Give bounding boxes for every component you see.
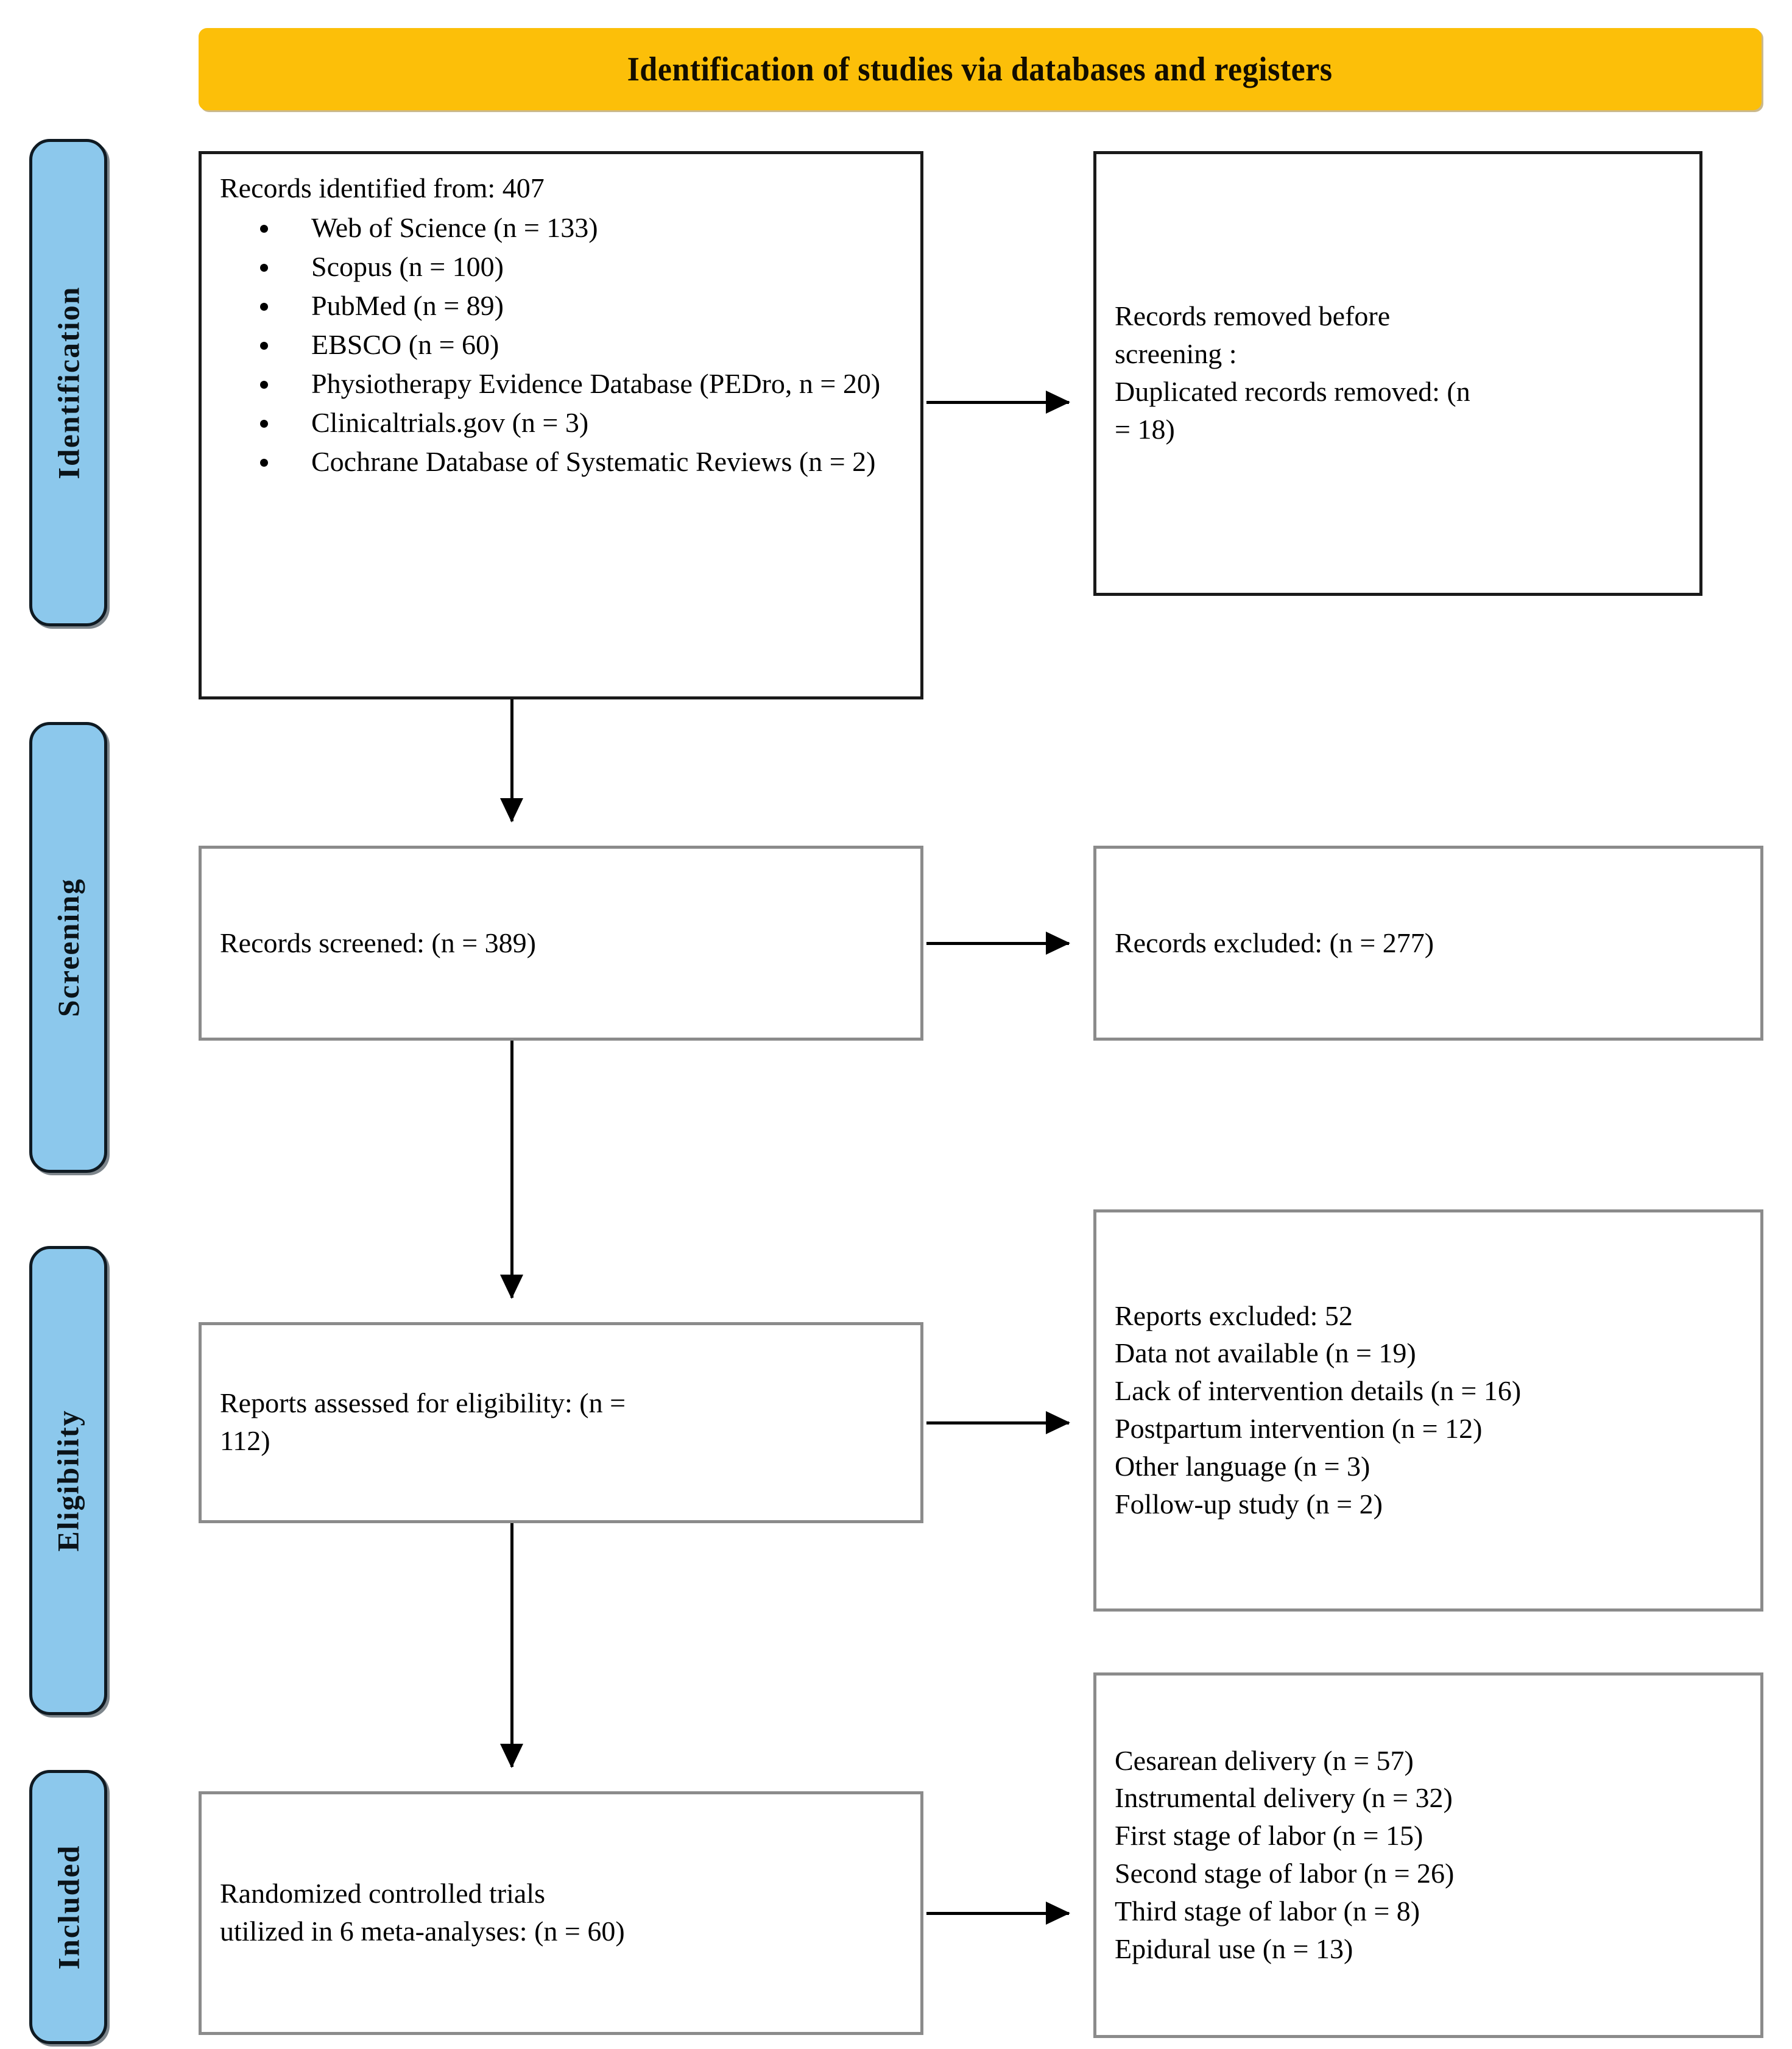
included-trials-line: Randomized controlled trials <box>220 1878 545 1909</box>
outcome-line: First stage of labor (n = 15) <box>1115 1820 1423 1852</box>
box-records-screened: Records screened: (n = 389) <box>199 846 923 1041</box>
arrow-shaft <box>926 942 1069 945</box>
records-removed-line: Duplicated records removed: (n <box>1115 376 1470 407</box>
arrow-shaft <box>510 699 513 821</box>
list-item: Clinicaltrials.gov (n = 3) <box>260 405 902 441</box>
reports-excluded-line: Lack of intervention details (n = 16) <box>1115 1375 1522 1407</box>
phase-label-eligibility: Eligibility <box>29 1246 107 1715</box>
list-item: EBSCO (n = 60) <box>260 327 902 363</box>
records-removed-line: = 18) <box>1115 413 1175 445</box>
box-randomized-controlled-trials-included: Randomized controlled trials utilized in… <box>199 1791 923 2035</box>
list-item: Physiotherapy Evidence Database (PEDro, … <box>260 366 902 402</box>
reports-excluded-line: Postpartum intervention (n = 12) <box>1115 1413 1483 1444</box>
phase-label-identification: Identification <box>29 139 107 626</box>
phase-label-included-text: Included <box>51 1844 85 1970</box>
arrow-head-down-icon <box>500 1744 523 1768</box>
arrow-head-right-icon <box>1046 1411 1070 1434</box>
arrow-head-right-icon <box>1046 1902 1070 1925</box>
reports-excluded-line: Other language (n = 3) <box>1115 1450 1370 1482</box>
list-item: Web of Science (n = 133) <box>260 210 902 246</box>
outcome-line: Cesarean delivery (n = 57) <box>1115 1744 1414 1776</box>
arrow-shaft <box>926 1912 1069 1915</box>
reports-excluded-line: Reports excluded: 52 <box>1115 1300 1353 1331</box>
records-screened-text: Records screened: (n = 389) <box>220 927 536 959</box>
arrow-shaft <box>926 401 1069 404</box>
arrow-shaft <box>926 1421 1069 1424</box>
arrow-shaft <box>510 1523 513 1767</box>
box-meta-analysis-outcomes: Cesarean delivery (n = 57) Instrumental … <box>1093 1672 1763 2038</box>
phase-label-eligibility-text: Eligibility <box>51 1409 86 1552</box>
records-excluded-text: Records excluded: (n = 277) <box>1115 927 1434 959</box>
box-reports-excluded: Reports excluded: 52 Data not available … <box>1093 1209 1763 1612</box>
list-item: PubMed (n = 89) <box>260 288 902 324</box>
reports-assessed-line: Reports assessed for eligibility: (n = <box>220 1387 626 1419</box>
phase-label-screening-text: Screening <box>51 877 85 1017</box>
reports-excluded-line: Follow-up study (n = 2) <box>1115 1488 1383 1520</box>
phase-label-included: Included <box>29 1770 107 2044</box>
diagram-header-title: Identification of studies via databases … <box>627 50 1333 88</box>
reports-excluded-line: Data not available (n = 19) <box>1115 1337 1416 1369</box>
included-trials-line: utilized in 6 meta-analyses: (n = 60) <box>220 1916 625 1947</box>
phase-label-identification-text: Identification <box>51 286 85 480</box>
box-reports-assessed-for-eligibility: Reports assessed for eligibility: (n = 1… <box>199 1322 923 1523</box>
arrow-head-right-icon <box>1046 932 1070 955</box>
box-records-excluded: Records excluded: (n = 277) <box>1093 846 1763 1041</box>
list-item: Scopus (n = 100) <box>260 249 902 285</box>
records-removed-line: screening : <box>1115 338 1237 370</box>
outcome-line: Epidural use (n = 13) <box>1115 1933 1353 1964</box>
arrow-head-down-icon <box>500 1275 523 1299</box>
arrow-head-down-icon <box>500 798 523 823</box>
outcome-line: Instrumental delivery (n = 32) <box>1115 1782 1453 1814</box>
box-records-removed-before-screening: Records removed before screening : Dupli… <box>1093 151 1702 596</box>
reports-assessed-line: 112) <box>220 1425 270 1456</box>
diagram-header-banner: Identification of studies via databases … <box>199 28 1762 110</box>
box-records-identified: Records identified from: 407 Web of Scie… <box>199 151 923 699</box>
phase-label-screening: Screening <box>29 722 107 1173</box>
outcome-line: Third stage of labor (n = 8) <box>1115 1895 1420 1927</box>
arrow-shaft <box>510 1041 513 1298</box>
records-identified-title: Records identified from: 407 <box>220 172 545 203</box>
outcome-line: Second stage of labor (n = 26) <box>1115 1858 1455 1889</box>
list-item: Cochrane Database of Systematic Reviews … <box>260 444 902 480</box>
database-source-list: Web of Science (n = 133) Scopus (n = 100… <box>220 210 902 480</box>
records-removed-line: Records removed before <box>1115 300 1391 332</box>
arrow-head-right-icon <box>1046 391 1070 414</box>
